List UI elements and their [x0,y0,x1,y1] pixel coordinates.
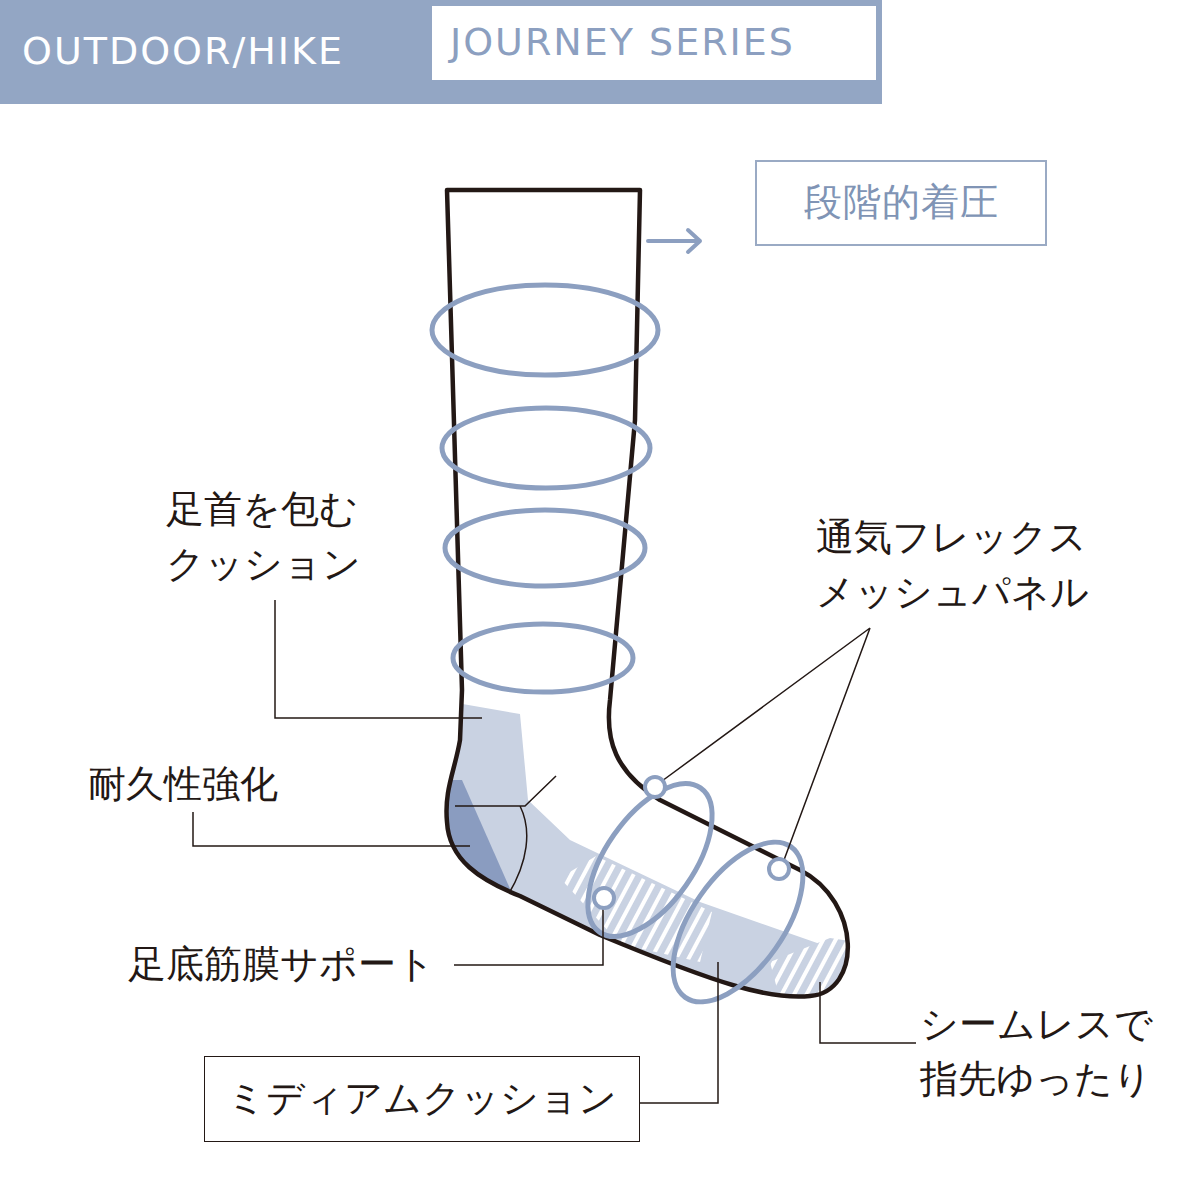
heel-reinforcement [430,780,515,900]
compression-rings [432,285,828,1024]
leader-line [193,812,470,846]
compression-ring [563,763,736,958]
node-label: OUTDOOR/HIKE [22,29,344,75]
marker-dot [594,888,614,908]
feature-label: 足首を包む クッション [166,482,381,592]
compression-ring [432,285,658,375]
node-label: JOURNEY SERIES [450,20,795,66]
compression-ring [648,820,829,1023]
feature-label: 耐久性強化 [88,757,388,812]
feature-label: 通気フレックス メッシュパネル [816,510,1101,620]
markers [594,777,789,908]
leader-line [820,982,916,1043]
category-band: OUTDOOR/HIKE JOURNEY SERIES [0,0,882,104]
leader-line [454,909,603,965]
compression-ring [453,624,633,692]
feature-box: 段階的着圧 [755,160,1047,246]
cushion-zone [430,700,870,1010]
series-box: JOURNEY SERIES [432,6,876,80]
leader-lines [193,600,916,1103]
sock-shading [430,700,870,1010]
leader-line [275,600,482,718]
feature-box: ミディアムクッション [204,1056,640,1142]
compression-ring [445,510,645,586]
compression-arrow [648,230,700,252]
feature-label: シームレスで 指先ゆったり [920,997,1170,1107]
node-label: ミディアムクッション [227,1076,617,1122]
node-label: 段階的着圧 [804,180,999,226]
marker-dot [769,859,789,879]
compression-ring [442,408,650,488]
feature-label: 足底筋膜サポート [128,937,468,992]
heel-line [455,776,556,895]
leader-line [662,628,870,860]
marker-dot [645,777,665,797]
